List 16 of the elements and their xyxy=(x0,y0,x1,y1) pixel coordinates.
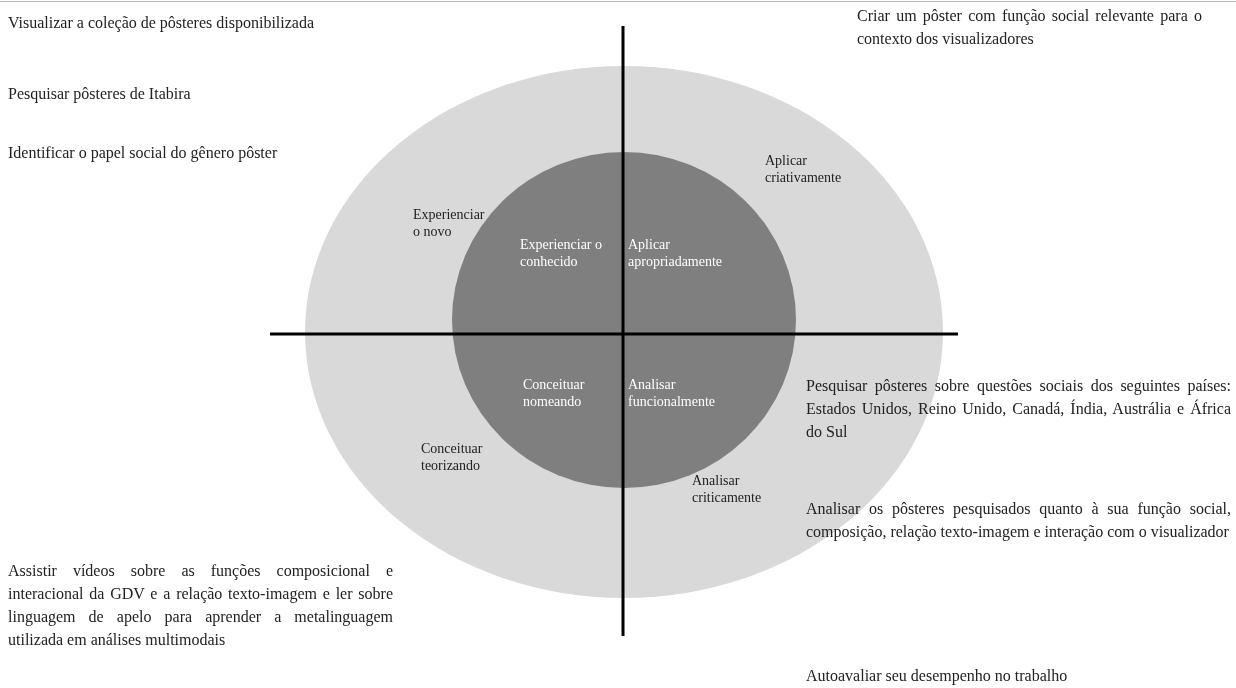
quadrant-label: Aplicar criativamente xyxy=(765,152,843,186)
quadrant-label: Aplicar apropriadamente xyxy=(628,236,724,270)
activity-text: Analisar os pôsteres pesquisados quanto à sua função social, composição, relação texto-imagem e interação com o visualizador xyxy=(806,499,1231,543)
activity-text: Autoavaliar seu desempenho no trabalho xyxy=(806,666,1069,687)
activity-text: Assistir vídeos sobre as funções composicional e interacional da GDV e a relação texto-imagem e ler sobre linguagem de apelo para aprender a metalinguagem utilizada em análises multimodais xyxy=(8,561,393,650)
activity-text: Pesquisar pôsteres de Itabira xyxy=(8,84,192,105)
quadrant-label: Analisar criticamente xyxy=(692,472,763,506)
quadrant-label: Conceituar teorizando xyxy=(421,440,484,474)
activity-text: Criar um pôster com função social relevante para o contexto dos visualizadores xyxy=(857,6,1202,49)
quadrant-label: Analisar funcionalmente xyxy=(628,376,717,410)
quadrant-label: Experienciar o conhecido xyxy=(520,236,603,270)
quadrant-label: Experienciar o novo xyxy=(413,206,486,240)
activity-text: Pesquisar pôsteres sobre questões sociais dos seguintes países: Estados Unidos, Reino Unido, Canadá, Índia, Austrália e África do Sul xyxy=(806,376,1231,442)
activity-text: Identificar o papel social do gênero pôster xyxy=(8,143,279,164)
quadrant-label: Conceituar nomeando xyxy=(523,376,586,410)
activity-text: Visualizar a coleção de pôsteres disponibilizada xyxy=(8,13,316,34)
